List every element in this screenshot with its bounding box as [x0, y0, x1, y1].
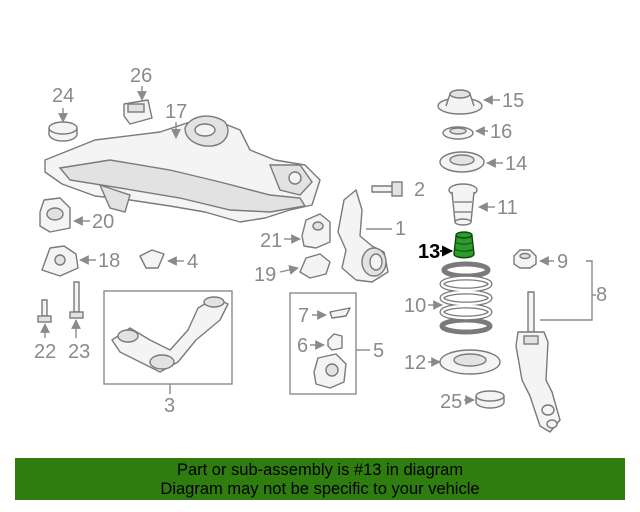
part-23-bolt[interactable] — [69, 281, 84, 319]
part-7-cotter-pin[interactable] — [329, 307, 351, 319]
part-16-bearing[interactable] — [442, 126, 474, 140]
label-4: 4 — [187, 251, 198, 273]
box-3 — [103, 290, 233, 385]
part-8-strut[interactable] — [515, 291, 561, 433]
banner-line-2: Diagram may not be specific to your vehi… — [160, 480, 480, 498]
label-21: 21 — [260, 230, 282, 252]
part-9-nut[interactable] — [513, 249, 537, 269]
part-18-mount[interactable] — [41, 245, 79, 277]
label-3: 3 — [164, 395, 175, 417]
label-6: 6 — [297, 335, 308, 357]
part-6-nut[interactable] — [327, 333, 343, 351]
label-17: 17 — [165, 101, 187, 123]
part-17-crossmember[interactable] — [44, 115, 321, 223]
part-15-strut-mount[interactable] — [437, 89, 483, 115]
label-11: 11 — [497, 197, 518, 219]
label-16: 16 — [490, 121, 512, 143]
part-13-bump-stop[interactable] — [453, 231, 475, 259]
label-24: 24 — [52, 85, 74, 107]
label-15: 15 — [502, 90, 524, 112]
part-21-bushing[interactable] — [301, 213, 331, 249]
label-23: 23 — [68, 341, 90, 363]
part-5-ball-joint[interactable] — [313, 353, 347, 389]
part-20-bushing[interactable] — [39, 197, 71, 233]
label-18: 18 — [98, 250, 120, 272]
label-7: 7 — [298, 305, 309, 327]
label-13: 13 — [418, 241, 440, 263]
part-25-insulator[interactable] — [475, 390, 505, 409]
part-1-knuckle[interactable] — [337, 189, 389, 283]
part-26-bracket[interactable] — [123, 99, 153, 125]
label-8: 8 — [596, 284, 607, 306]
part-12-spring-insulator[interactable] — [439, 349, 501, 375]
part-10-coil-spring[interactable] — [439, 261, 493, 335]
part-22-bolt[interactable] — [37, 299, 52, 323]
box-5 — [289, 292, 357, 395]
banner-line-1: Part or sub-assembly is #13 in diagram — [176, 461, 464, 479]
part-4-bracket[interactable] — [139, 249, 165, 269]
part-2-bolt[interactable] — [371, 181, 403, 197]
label-12: 12 — [404, 352, 426, 374]
parts-diagram: 17 26 24 20 18 4 22 23 — [34, 65, 607, 433]
label-26: 26 — [130, 65, 152, 87]
label-20: 20 — [92, 211, 114, 233]
label-9: 9 — [557, 251, 568, 273]
part-14-spring-seat[interactable] — [439, 151, 485, 173]
label-14: 14 — [505, 153, 527, 175]
part-3-control-arm[interactable] — [111, 296, 229, 373]
label-22: 22 — [34, 341, 56, 363]
part-24-insulator[interactable] — [48, 121, 78, 142]
part-19-mount[interactable] — [299, 253, 331, 279]
label-2: 2 — [414, 179, 425, 201]
label-10: 10 — [404, 295, 426, 317]
label-25: 25 — [440, 391, 462, 413]
part-11-dust-boot[interactable] — [448, 183, 478, 226]
label-19: 19 — [254, 264, 276, 286]
label-1: 1 — [395, 218, 406, 240]
label-5: 5 — [373, 340, 384, 362]
info-banner: Part or sub-assembly is #13 in diagram D… — [15, 458, 625, 500]
